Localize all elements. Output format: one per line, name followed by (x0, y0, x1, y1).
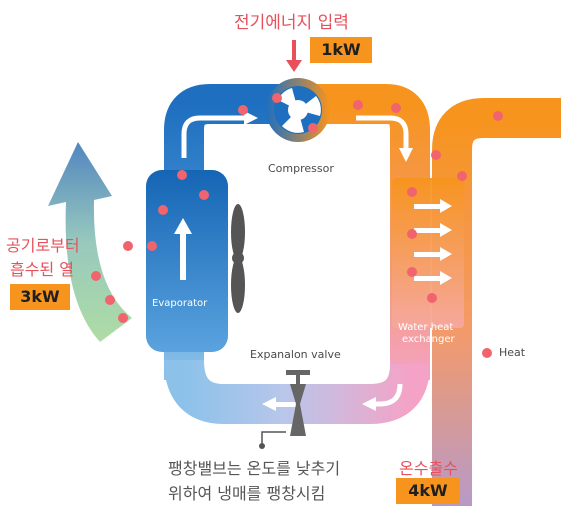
legend-heat-label: Heat (499, 346, 526, 359)
evaporator-fan-icon (231, 204, 245, 313)
callout-dot (259, 443, 265, 449)
exchanger-label-line2: exchanger (402, 334, 455, 345)
valve-label: Expanalon valve (250, 348, 341, 361)
energy-input-value: 1kW (321, 40, 361, 59)
compressor-label: Compressor (268, 162, 334, 175)
valve-description-line1: 팽창밸브는 온도를 낮추기 (168, 459, 341, 478)
down-arrow-icon (286, 40, 302, 72)
valve-description-line2: 위하여 냉매를 팽창시킴 (168, 484, 326, 503)
compressor-fan-icon (266, 78, 330, 142)
heat-dot-icon (91, 93, 503, 358)
heat-output-pipe (432, 98, 561, 506)
air-heat-badge: 3kW (10, 284, 70, 310)
hot-water-output-badge: 4kW (396, 478, 460, 504)
evaporator (146, 170, 228, 352)
air-heat-label-line1: 공기로부터 (6, 236, 80, 255)
hot-water-output-label: 온수출수 (399, 459, 458, 478)
evaporator-label: Evaporator (152, 298, 208, 309)
energy-input-label: 전기에너지 입력 (234, 13, 349, 33)
air-flow-arrow (48, 142, 132, 342)
valve-callout (261, 431, 286, 444)
air-heat-value: 3kW (20, 287, 60, 306)
valve-icon (286, 370, 310, 436)
air-heat-label-line2: 흡수된 열 (10, 260, 74, 279)
refrigerant-pipe-top (300, 84, 430, 380)
exchanger-label-line1: Water heat (398, 322, 454, 333)
energy-input-badge: 1kW (310, 37, 372, 63)
flow-arrows (174, 111, 452, 411)
hot-water-output-value: 4kW (408, 481, 448, 500)
